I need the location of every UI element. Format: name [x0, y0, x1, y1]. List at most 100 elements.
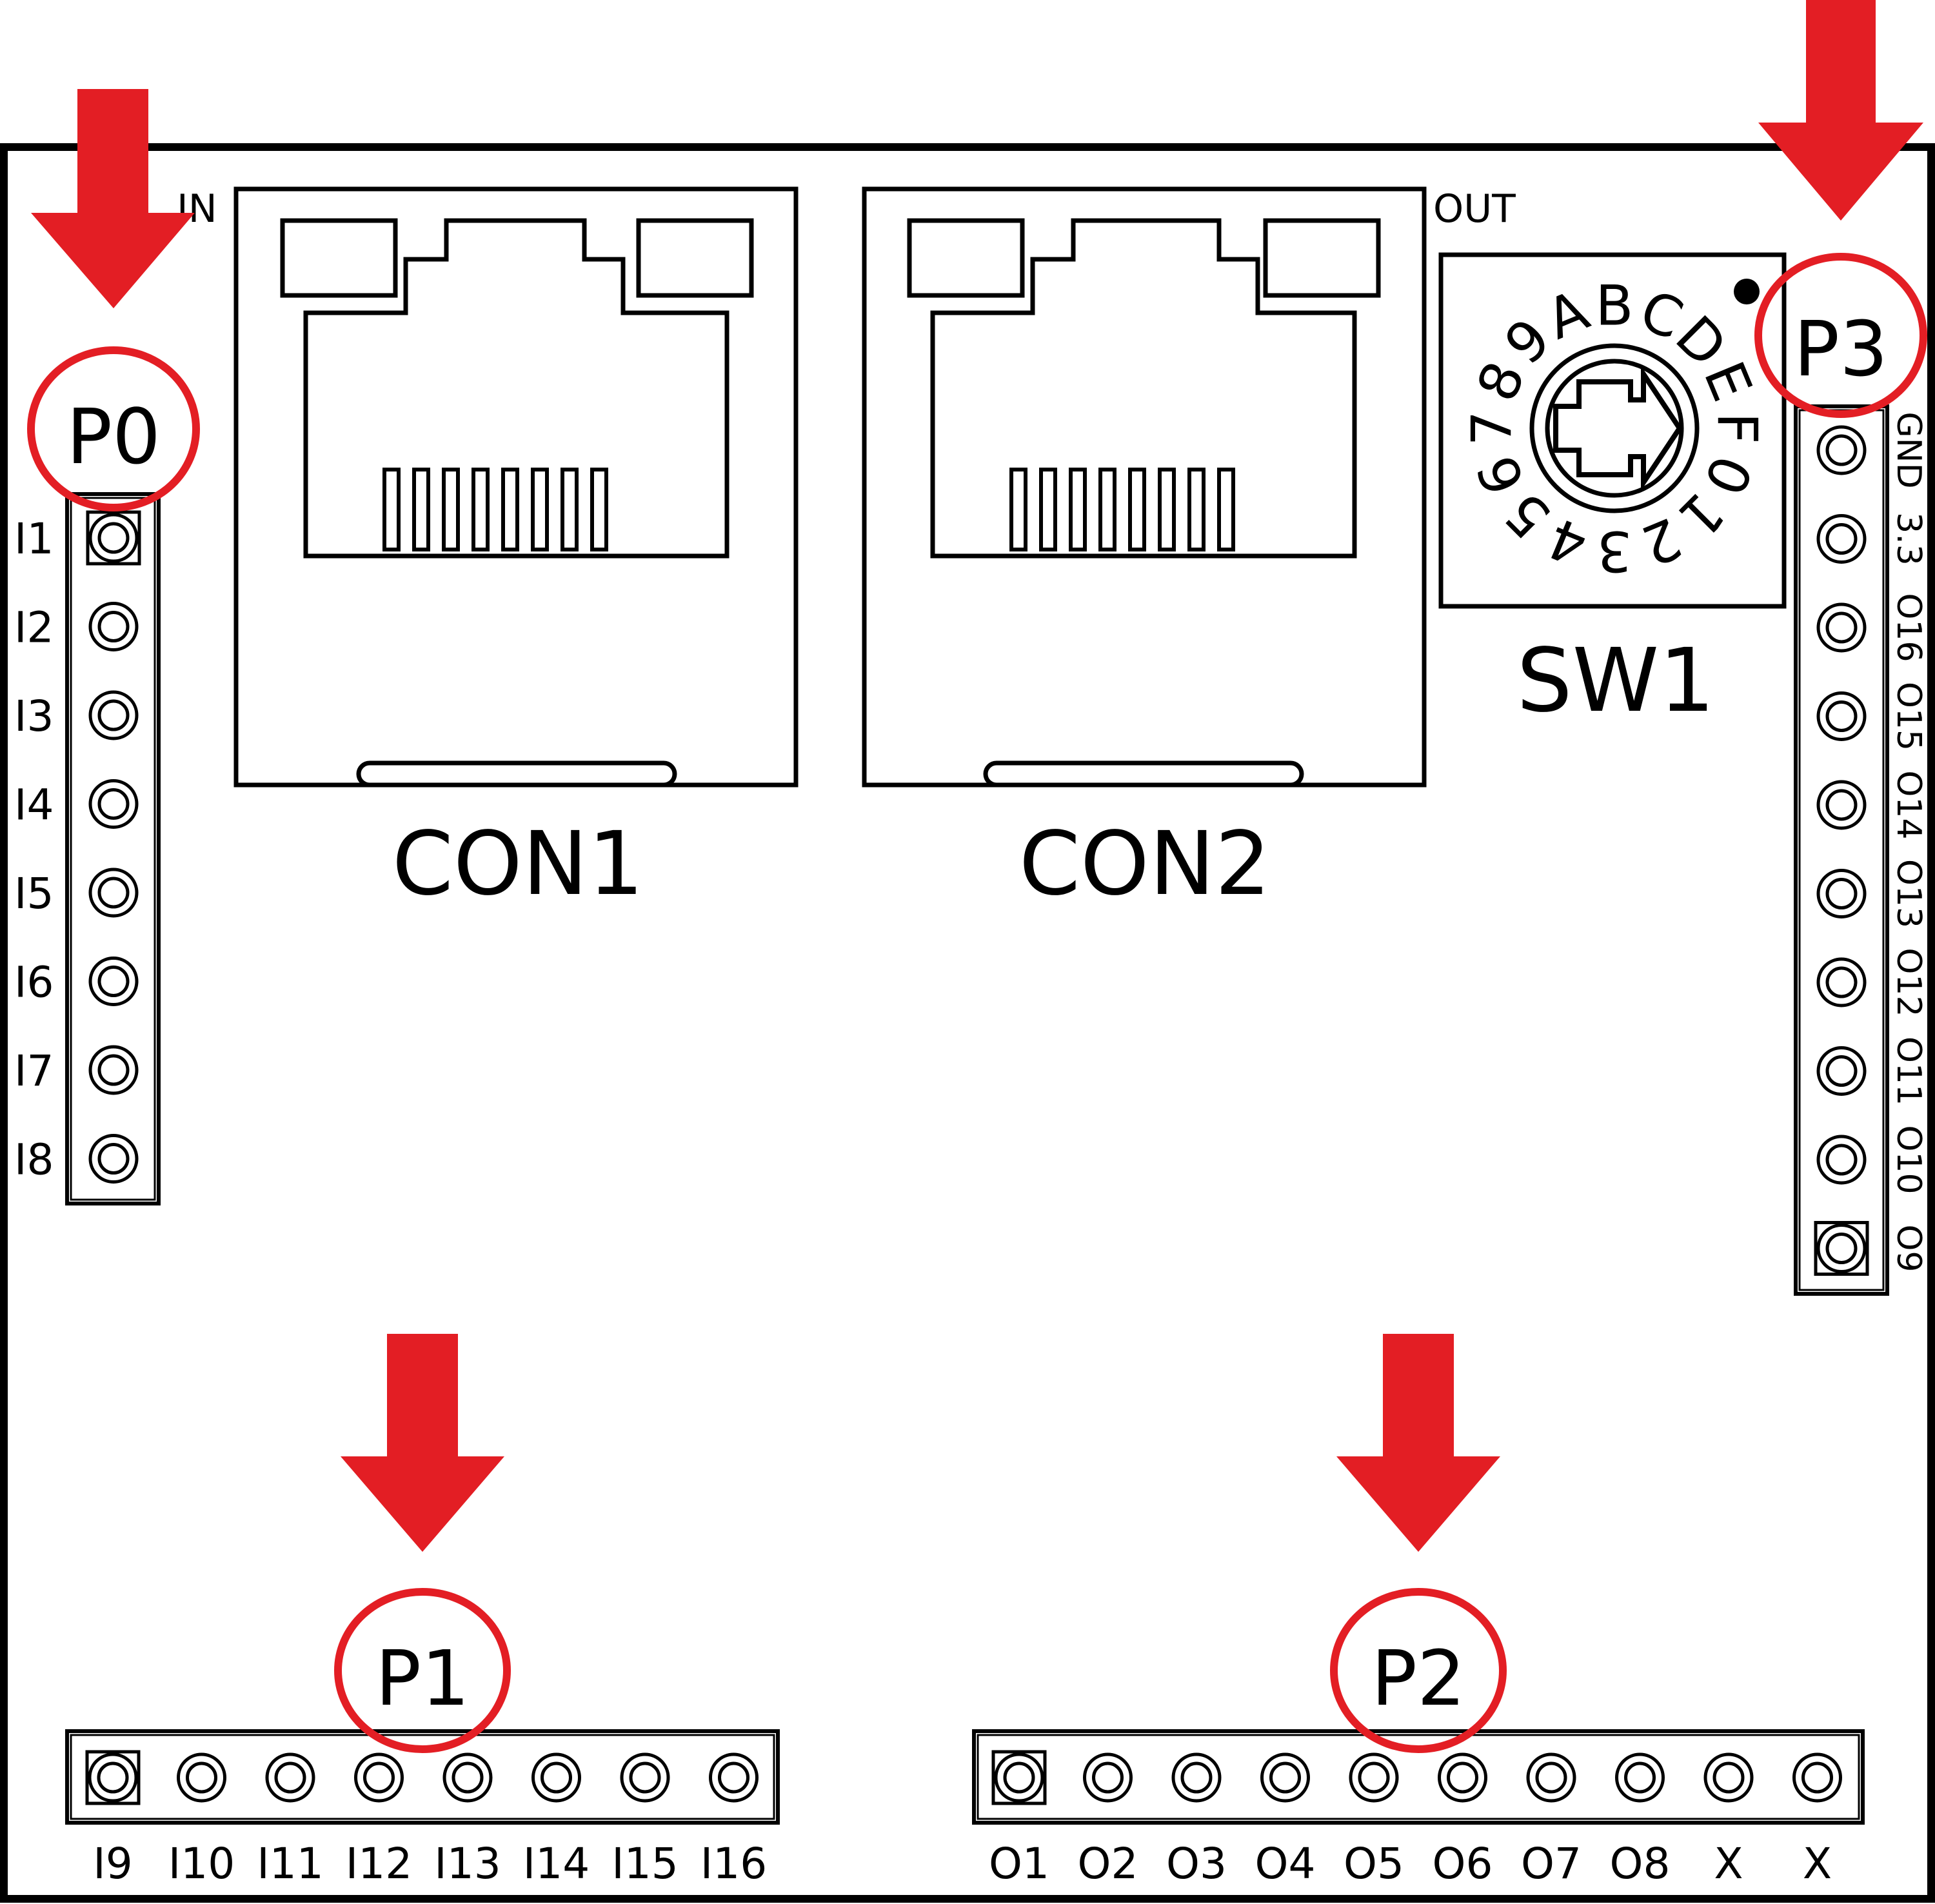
header-p1: [65, 1729, 780, 1825]
pin-p1-8: [709, 1752, 759, 1803]
pin-label-p2-8: O8: [1610, 1839, 1671, 1889]
pin-p3-1: [1816, 425, 1867, 475]
pin-p0-2: [88, 602, 139, 651]
pin-p3-3: [1816, 602, 1867, 653]
header-p2: [972, 1729, 1865, 1825]
pin-label-p2-10: X: [1803, 1839, 1832, 1889]
pin-p3-5: [1816, 780, 1867, 830]
pin-label-p2-2: O2: [1078, 1839, 1138, 1889]
pin-label-p0-5: I5: [14, 869, 54, 918]
pin-p2-10: [1792, 1752, 1842, 1803]
pin-p3-4: [1816, 691, 1867, 741]
pin-p2-9: [1703, 1752, 1754, 1803]
pin-label-p3-2: 3.3: [1889, 512, 1928, 566]
pin-label-p2-9: X: [1714, 1839, 1743, 1889]
pin-label-p0-6: I6: [14, 958, 54, 1007]
pin-label-p3-1: GND: [1889, 412, 1928, 488]
pin-p2-1: [991, 1750, 1047, 1805]
arrow-down-icon-p1: [341, 1334, 504, 1552]
dial-char-12: B: [1596, 273, 1634, 338]
pin-p1-7: [620, 1752, 670, 1803]
pin-p3-10: [1814, 1221, 1869, 1276]
pin-p1-3: [265, 1752, 315, 1803]
header-p0-label: P0: [66, 392, 161, 481]
pin-label-p3-6: O13: [1889, 859, 1928, 928]
con1-label: CON1: [392, 813, 644, 915]
pin-label-p2-6: O6: [1433, 1839, 1493, 1889]
pin-label-p1-4: I12: [346, 1839, 412, 1889]
pin-p2-4: [1260, 1752, 1310, 1803]
pin-label-p1-1: I9: [93, 1839, 132, 1889]
pin-p1-4: [354, 1752, 404, 1803]
pin-label-p3-10: O9: [1889, 1224, 1928, 1272]
header-p2-label: P2: [1371, 1634, 1465, 1723]
pin-label-p1-6: I14: [523, 1839, 590, 1889]
pin-label-p3-5: O14: [1889, 770, 1928, 839]
pin-label-p1-7: I15: [611, 1839, 678, 1889]
highlight-circle-p0: [27, 346, 200, 511]
con2-tag: OUT: [1433, 186, 1516, 232]
pin-p0-1: [86, 510, 141, 566]
pin-label-p2-7: O7: [1521, 1839, 1582, 1889]
pin-label-p2-3: O3: [1166, 1839, 1227, 1889]
dial-char-4: 3: [1597, 519, 1632, 583]
header-p1-label: P1: [375, 1634, 470, 1723]
header-p3-label: P3: [1794, 304, 1888, 393]
pin-label-p1-2: I10: [168, 1839, 235, 1889]
arrow-down-icon-p2: [1336, 1334, 1500, 1552]
pin-label-p3-9: O10: [1889, 1125, 1928, 1194]
pin-label-p2-1: O1: [989, 1839, 1049, 1889]
pin-p2-8: [1615, 1752, 1665, 1803]
arrow-icon: [1553, 365, 1683, 491]
pin-p3-9: [1816, 1135, 1867, 1185]
con1-connector: [233, 186, 799, 788]
pin-p1-1: [85, 1750, 141, 1805]
pin-p3-7: [1816, 957, 1867, 1007]
pin-label-p0-7: I7: [14, 1046, 54, 1096]
pin-label-p0-1: I1: [14, 514, 54, 564]
pin-p0-6: [88, 957, 139, 1006]
pin-label-p3-8: O11: [1889, 1036, 1928, 1106]
pin-p2-3: [1171, 1752, 1222, 1803]
header-p0: [65, 492, 161, 1205]
board-outline: [0, 143, 1935, 1903]
pin-p0-4: [88, 779, 139, 829]
pin-label-p3-3: O16: [1889, 593, 1928, 662]
highlight-circle-p2: [1330, 1588, 1507, 1753]
pin-label-p0-2: I2: [14, 603, 54, 653]
dial-char-0: F: [1705, 412, 1769, 444]
pin-label-p2-5: O5: [1344, 1839, 1404, 1889]
pin-p2-2: [1083, 1752, 1133, 1803]
sw1-label: SW1: [1516, 630, 1714, 732]
pin-label-p0-4: I4: [14, 780, 54, 830]
pin-label-p1-3: I11: [257, 1839, 323, 1889]
dial-char-8: 7: [1460, 411, 1524, 446]
pin-label-p3-7: O12: [1889, 947, 1928, 1016]
highlight-circle-p1: [334, 1588, 511, 1753]
pin-label-p1-8: I16: [700, 1839, 767, 1889]
pin-p3-8: [1816, 1046, 1867, 1096]
arrow-down-icon-p3: [1758, 0, 1923, 221]
con2-label: CON2: [1019, 813, 1271, 915]
pin-p1-6: [531, 1752, 581, 1803]
pin-p2-7: [1526, 1752, 1576, 1803]
pin-p0-5: [88, 868, 139, 918]
header-p3: [1794, 404, 1889, 1296]
pin-label-p3-4: O15: [1889, 682, 1928, 751]
pin-p0-7: [88, 1045, 139, 1095]
pin-p2-6: [1438, 1752, 1487, 1803]
pin-p1-2: [177, 1752, 226, 1803]
arrow-down-icon-p0: [31, 89, 195, 308]
pin-p1-5: [442, 1752, 493, 1803]
pin-p0-8: [88, 1134, 139, 1184]
pin-label-p1-5: I13: [434, 1839, 501, 1889]
highlight-circle-p3: [1754, 253, 1927, 418]
pin-p3-6: [1816, 869, 1867, 918]
pin-p3-2: [1816, 514, 1867, 564]
pin-label-p0-8: I8: [14, 1135, 54, 1185]
pin-p2-5: [1349, 1752, 1399, 1803]
pin-p0-3: [88, 690, 139, 740]
pin-label-p2-4: O4: [1255, 1839, 1316, 1889]
